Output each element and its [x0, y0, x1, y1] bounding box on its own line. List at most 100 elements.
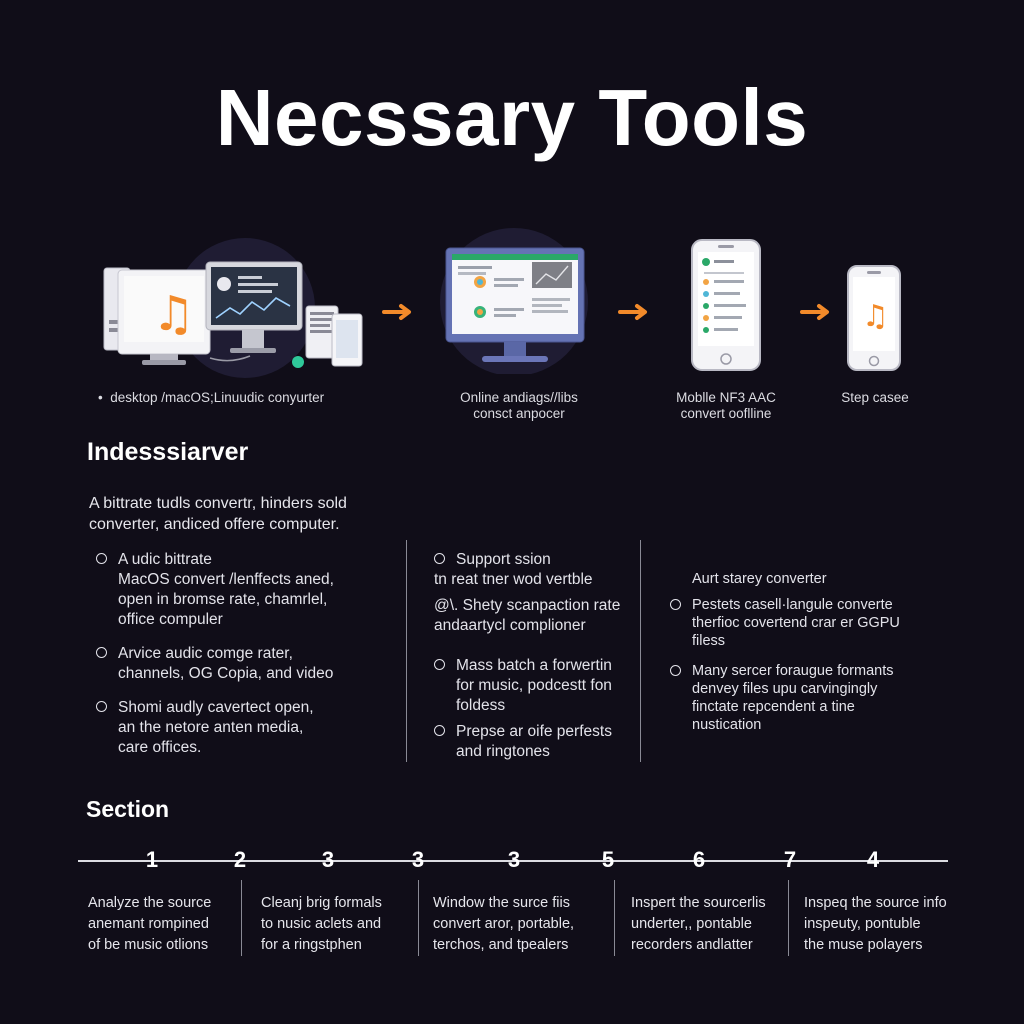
- step-divider: [788, 880, 789, 956]
- step-divider: [418, 880, 419, 956]
- feature-column-3: Aurt starey converter Pestets casell·lan…: [670, 570, 930, 748]
- timeline-step-number: 3: [321, 847, 335, 872]
- caption-line: convert ooflline: [680, 406, 772, 421]
- item-line: channels, OG Copia, and video: [118, 665, 334, 682]
- item-line: and ringtones: [456, 743, 550, 760]
- step-line: of be music otlions: [88, 937, 209, 953]
- list-item: A udic bittrate MacOS convert /lenffects…: [96, 550, 396, 630]
- intro-line: A bittrate tudls convertr, hinders sold: [89, 495, 347, 512]
- item-line: office compuler: [118, 611, 223, 628]
- circle-bullet-icon: [434, 725, 445, 736]
- flow-caption-desktop: • desktop /macOS;Linuudic conyurter: [98, 390, 358, 406]
- timeline-step-number: 1: [145, 847, 159, 872]
- step-line: Analyze the source: [88, 895, 212, 911]
- flow-caption-mobile: Moblle NF3 AAC convert ooflline: [660, 390, 792, 422]
- step-line: the muse polayers: [804, 937, 923, 953]
- item-line: filess: [692, 633, 726, 649]
- item-line: Prepse ar oife perfests: [456, 723, 612, 740]
- flow-caption-online: Online andiags//libs consct anpocer: [434, 390, 604, 422]
- caption-line: Step casee: [841, 390, 909, 405]
- item-line: MacOS convert /lenffects aned,: [118, 571, 334, 588]
- circle-bullet-icon: [670, 599, 681, 610]
- item-line: A udic bittrate: [118, 551, 212, 568]
- mobile-app-phone-icon: [690, 238, 762, 372]
- list-item: Prepse ar oife perfests and ringtones: [434, 722, 634, 762]
- list-item: Aurt starey converter: [670, 570, 930, 588]
- timeline-step-number: 5: [601, 847, 615, 872]
- step-line: convert aror, portable,: [433, 916, 575, 932]
- list-item: Many sercer foraugue formants denvey fil…: [670, 662, 930, 734]
- circle-bullet-icon: [434, 553, 445, 564]
- item-line: care offices.: [118, 739, 202, 756]
- item-line: finctate repcendent a tine: [692, 699, 855, 715]
- step-line: to nusic aclets and: [261, 916, 382, 932]
- step-description: Cleanj brig formals to nusic aclets and …: [261, 893, 421, 956]
- timeline-line: [78, 860, 948, 862]
- circle-bullet-icon: [670, 665, 681, 676]
- step-line: Inspeq the source info: [804, 895, 947, 911]
- item-line: Support ssion: [456, 551, 551, 568]
- item-line: therfioc covertend crar er GGPU: [692, 615, 900, 631]
- step-description: Inspeq the source info inspeuty, pontubl…: [804, 893, 974, 956]
- item-line: Aurt starey converter: [692, 571, 827, 587]
- timeline-step-number: 4: [866, 847, 880, 872]
- list-item: Mass batch a forwertin for music, podces…: [434, 656, 634, 716]
- arrow-right-icon: [382, 304, 411, 320]
- caption-line: desktop /macOS;Linuudic conyurter: [110, 390, 325, 405]
- timeline-step-number: 3: [507, 847, 521, 872]
- step-line: anemant rompined: [88, 916, 209, 932]
- step-description: Inspert the sourcerlis underter,, pontab…: [631, 893, 791, 956]
- column-divider: [406, 540, 407, 762]
- timeline-step-number: 3: [411, 847, 425, 872]
- item-line: Mass batch a forwertin: [456, 657, 612, 674]
- item-line: open in bromse rate, chamrlel,: [118, 591, 328, 608]
- section-intro: A bittrate tudls convertr, hinders sold …: [89, 493, 347, 535]
- circle-bullet-icon: [96, 553, 107, 564]
- item-line: foldess: [456, 697, 506, 714]
- item-line: Many sercer foraugue formants: [692, 663, 894, 679]
- desktop-computers-icon: ♫: [100, 228, 370, 378]
- step-line: for a ringstphen: [261, 937, 362, 953]
- section-heading: Indesssiarver: [87, 438, 249, 466]
- timeline-step-number: 7: [783, 847, 797, 872]
- list-item: Pestets casell·langule converte therfioc…: [670, 596, 930, 650]
- column-divider: [640, 540, 641, 762]
- step-line: underter,, pontable: [631, 916, 752, 932]
- phone-music-icon: ♫: [846, 264, 902, 372]
- item-line: denvey files upu carvingingly: [692, 681, 878, 697]
- item-line: Shomi audly cavertect open,: [118, 699, 314, 716]
- item-line: tn reat tner wod vertble: [434, 571, 593, 588]
- online-converter-monitor-icon: [432, 222, 602, 376]
- list-item: Arvice audic comge rater, channels, OG C…: [96, 644, 396, 684]
- step-line: Inspert the sourcerlis: [631, 895, 766, 911]
- step-line: recorders andlatter: [631, 937, 753, 953]
- caption-line: consct anpocer: [473, 406, 565, 421]
- timeline-step-number: 2: [233, 847, 247, 872]
- feature-column-1: A udic bittrate MacOS convert /lenffects…: [96, 550, 396, 772]
- step-description: Window the surce fiis convert aror, port…: [433, 893, 613, 956]
- caption-line: Moblle NF3 AAC: [676, 390, 776, 405]
- arrow-right-icon: [800, 304, 829, 320]
- item-line: Arvice audic comge rater,: [118, 645, 293, 662]
- step-description: Analyze the source anemant rompined of b…: [88, 893, 238, 956]
- intro-line: converter, andiced offere computer.: [89, 516, 340, 533]
- step-line: terchos, and tpealers: [433, 937, 569, 953]
- step-divider: [614, 880, 615, 956]
- feature-column-2: Support ssion tn reat tner wod vertble @…: [434, 550, 634, 776]
- bullet-dot: •: [98, 390, 103, 405]
- step-line: inspeuty, pontuble: [804, 916, 921, 932]
- item-line: nustication: [692, 717, 762, 733]
- page-title: Necssary Tools: [215, 73, 809, 162]
- list-item: @\. Shety scanpaction rate andaartycl co…: [434, 596, 634, 636]
- item-line: andaartycl complioner: [434, 617, 586, 634]
- step-line: Cleanj brig formals: [261, 895, 382, 911]
- section-heading: Section: [86, 796, 170, 822]
- flow-caption-step: Step casee: [830, 390, 920, 406]
- step-divider: [241, 880, 242, 956]
- item-line: @\. Shety scanpaction rate: [434, 597, 621, 614]
- timeline-step-number: 6: [692, 847, 706, 872]
- item-line: for music, podcestt fon: [456, 677, 612, 694]
- list-item: Support ssion tn reat tner wod vertble: [434, 550, 634, 590]
- circle-bullet-icon: [434, 659, 445, 670]
- list-item: Shomi audly cavertect open, an the netor…: [96, 698, 396, 758]
